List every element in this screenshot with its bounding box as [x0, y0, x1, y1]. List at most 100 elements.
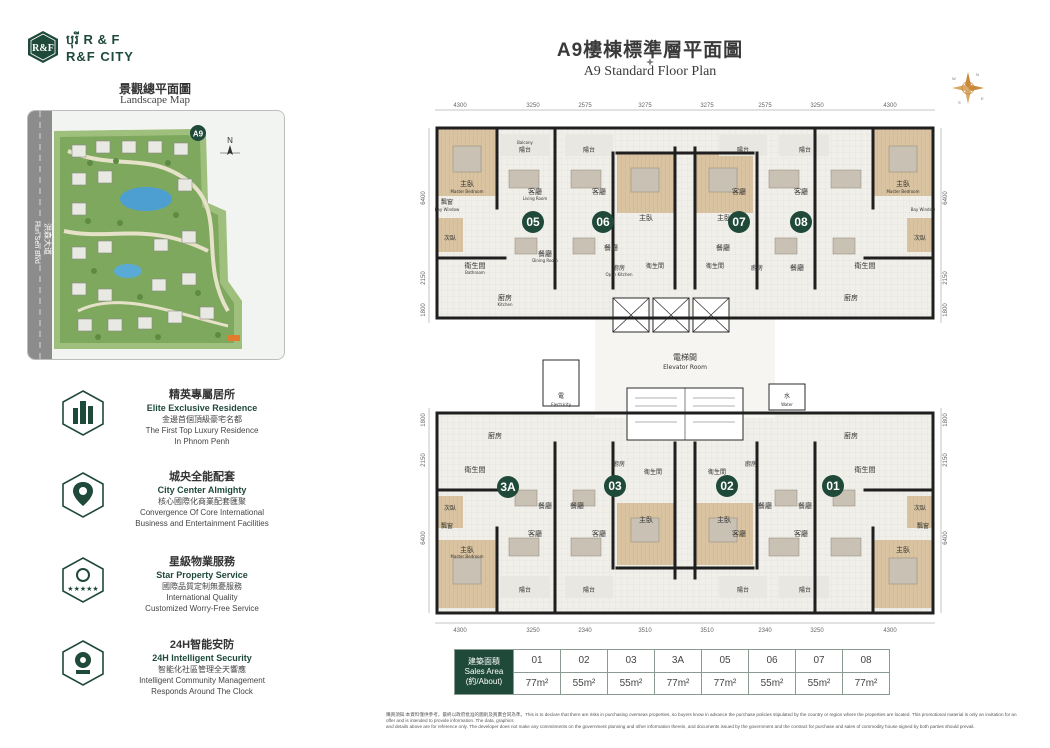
- unit-cell: 07: [795, 649, 843, 673]
- feature-desc-en-2: Responds Around The Clock: [151, 687, 253, 696]
- dim-top-1: 4300: [453, 103, 467, 109]
- unit-label-05: 05: [526, 215, 540, 229]
- svg-text:Bathroom: Bathroom: [465, 270, 485, 275]
- unit-label-03: 03: [608, 479, 622, 493]
- svg-text:餐廳: 餐廳: [798, 501, 812, 510]
- compass-rose-icon: N E S W: [952, 72, 984, 105]
- svg-text:客廳: 客廳: [528, 529, 542, 538]
- svg-text:廚房: 廚房: [498, 293, 512, 302]
- buildings-icon: [62, 390, 104, 436]
- svg-text:衛生間: 衛生間: [855, 465, 876, 474]
- svg-text:衛生間: 衛生間: [644, 468, 662, 476]
- svg-text:衛生間: 衛生間: [855, 261, 876, 270]
- svg-text:餐廳: 餐廳: [604, 243, 618, 252]
- svg-text:主臥: 主臥: [896, 179, 910, 188]
- feature-desc-en-1: Convergence Of Core International: [139, 508, 265, 517]
- unit-label-07: 07: [732, 215, 746, 229]
- landscape-map: A9 N Hun Sen Blvd 洪森大道: [27, 110, 285, 360]
- svg-text:Master Bedroom: Master Bedroom: [450, 554, 483, 559]
- unit-cell: 03: [607, 649, 655, 673]
- svg-text:Open Kitchen: Open Kitchen: [606, 272, 633, 277]
- svg-text:Kitchen: Kitchen: [497, 302, 512, 307]
- svg-text:飄窗: 飄窗: [441, 198, 453, 206]
- svg-text:廚房: 廚房: [613, 460, 625, 468]
- dim-bottom-3: 2340: [578, 628, 592, 634]
- svg-text:餐廳: 餐廳: [758, 501, 772, 510]
- unit-label-01: 01: [826, 479, 840, 493]
- location-pin-icon: [62, 472, 104, 518]
- feature-title-zh: 24H智能安防: [169, 639, 235, 651]
- svg-text:6400: 6400: [943, 531, 949, 545]
- svg-text:次臥: 次臥: [444, 504, 456, 512]
- unit-cell: 01: [513, 649, 561, 673]
- brand-name-english: R&F CITY: [66, 49, 134, 64]
- dim-top-3: 2575: [578, 103, 592, 109]
- svg-text:2150: 2150: [421, 453, 427, 467]
- feature-title-en: City Center Almighty: [157, 485, 247, 495]
- svg-text:客廳: 客廳: [592, 187, 606, 196]
- sales-area-table: 建築面積 Sales Area (約/About) 01 02 03 3A 05…: [454, 649, 890, 695]
- dim-bottom-1: 4300: [453, 628, 467, 634]
- feature-title-en: 24H Intelligent Security: [152, 653, 252, 663]
- unit-cell: 3A: [654, 649, 702, 673]
- svg-text:飄窗: 飄窗: [917, 522, 929, 530]
- svg-text:客廳: 客廳: [528, 187, 542, 196]
- svg-text:陽台: 陽台: [799, 146, 811, 154]
- svg-text:主臥: 主臥: [460, 545, 474, 554]
- unit-cell: 06: [748, 649, 796, 673]
- svg-text:★★★★★: ★★★★★: [67, 585, 98, 593]
- feature-desc-en-1: The First Top Luxury Residence: [145, 426, 259, 435]
- svg-text:客廳: 客廳: [794, 529, 808, 538]
- svg-text:餐廳: 餐廳: [716, 243, 730, 252]
- svg-text:餐廳: 餐廳: [790, 263, 804, 272]
- site-plan-illustration: A9 N Hun Sen Blvd 洪森大道: [28, 111, 284, 359]
- feature-city-center: 城央全能配套 City Center Almighty 核心國際化商業配套匯聚 …: [30, 470, 280, 540]
- page-title-en: A9 Standard Floor Plan: [583, 64, 717, 79]
- dim-top-2: 3250: [526, 103, 540, 109]
- svg-text:Master Bedroom: Master Bedroom: [450, 189, 483, 194]
- feature-desc-zh: 智能化社區管理全天響應: [158, 665, 246, 674]
- svg-text:廚房: 廚房: [745, 460, 757, 468]
- landscape-map-title-zh: 景觀總平面圖: [118, 82, 191, 96]
- svg-text:6400: 6400: [421, 191, 427, 205]
- feature-desc-en-2: Customized Worry-Free Service: [145, 604, 259, 613]
- svg-text:N: N: [227, 136, 233, 145]
- dim-top-8: 4300: [883, 103, 897, 109]
- svg-text:1800: 1800: [421, 413, 427, 427]
- svg-text:Bay Window: Bay Window: [911, 207, 936, 212]
- dim-bottom-4: 3510: [638, 628, 652, 634]
- svg-text:衛生間: 衛生間: [708, 468, 726, 476]
- dim-top-4: 3275: [638, 103, 652, 109]
- svg-text:陽台: 陽台: [737, 586, 749, 594]
- unit-label-3a: 3A: [500, 480, 516, 494]
- svg-text:Electricity: Electricity: [551, 402, 572, 407]
- feature-desc-en-2: Business and Entertainment Facilities: [135, 519, 269, 528]
- svg-text:陽台: 陽台: [519, 586, 531, 594]
- north-arrow-icon: N: [220, 136, 240, 155]
- svg-text:次臥: 次臥: [914, 504, 926, 512]
- svg-text:陽台: 陽台: [583, 586, 595, 594]
- table-row: 建築面積 Sales Area (約/About) 01 02 03 3A 05…: [454, 649, 890, 695]
- svg-text:陽台: 陽台: [799, 586, 811, 594]
- svg-text:衛生間: 衛生間: [706, 262, 724, 270]
- svg-text:1800: 1800: [421, 303, 427, 317]
- dim-bottom-6: 2340: [758, 628, 772, 634]
- svg-text:W: W: [952, 76, 956, 81]
- svg-text:衛生間: 衛生間: [465, 261, 486, 270]
- feature-title-zh: 星級物業服務: [169, 556, 235, 568]
- brand-logo: R&F បុរី R & F R&F CITY: [26, 30, 156, 70]
- svg-text:客廳: 客廳: [794, 187, 808, 196]
- svg-text:陽台: 陽台: [519, 146, 531, 154]
- svg-text:E: E: [981, 96, 984, 101]
- svg-text:Master Bedroom: Master Bedroom: [886, 189, 919, 194]
- svg-text:廚房: 廚房: [488, 431, 502, 440]
- svg-text:衛生間: 衛生間: [465, 465, 486, 474]
- road-label-zh: 洪森大道: [43, 223, 53, 255]
- svg-text:電: 電: [558, 393, 564, 400]
- svg-text:飄窗: 飄窗: [441, 522, 453, 530]
- area-cell: 77m²: [654, 671, 702, 695]
- svg-text:6400: 6400: [421, 531, 427, 545]
- svg-text:次臥: 次臥: [444, 234, 456, 242]
- area-cell: 55m²: [607, 671, 655, 695]
- page-title-zh: A9樓棟標準層平面圖: [556, 40, 744, 61]
